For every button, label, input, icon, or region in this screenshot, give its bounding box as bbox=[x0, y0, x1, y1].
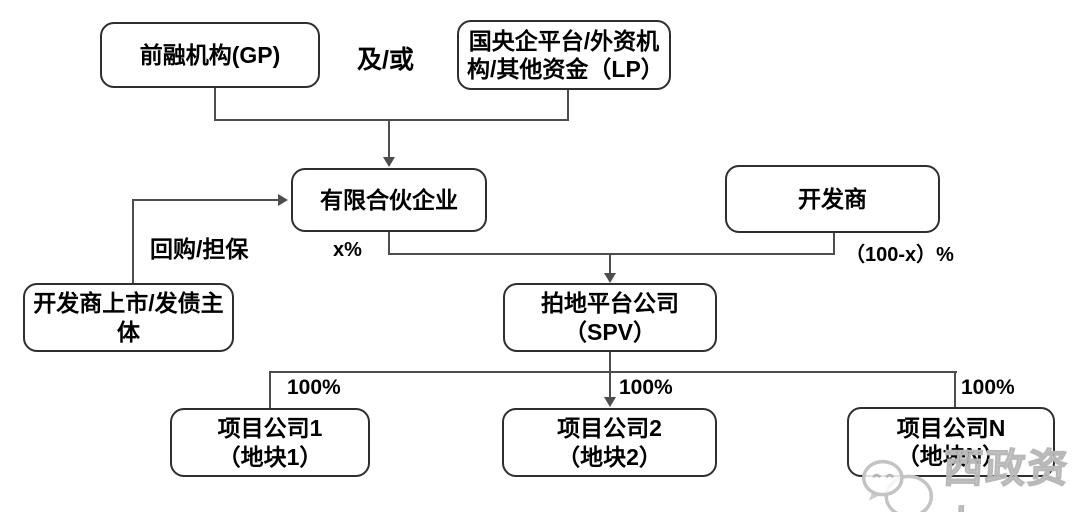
node-issuer-label: 开发商上市/发债主体 bbox=[33, 290, 224, 345]
node-gp: 前融机构(GP) bbox=[100, 22, 320, 88]
label-x-percent: x% bbox=[333, 239, 362, 261]
label-buyback: 回购/担保 bbox=[150, 236, 249, 262]
node-partnership-label: 有限合伙企业 bbox=[320, 186, 458, 213]
node-partnership: 有限合伙企业 bbox=[291, 168, 487, 232]
node-developer: 开发商 bbox=[725, 165, 940, 233]
connector-to-spv bbox=[609, 253, 611, 275]
node-projectN-line1: 项目公司N bbox=[896, 414, 1006, 441]
connector-top-merge bbox=[214, 119, 569, 121]
arrowhead-project2 bbox=[604, 397, 616, 407]
label-pct-1: 100% bbox=[287, 376, 341, 399]
connector-issuer-up bbox=[132, 200, 134, 283]
node-gp-label: 前融机构(GP) bbox=[139, 41, 281, 68]
arrowhead-spv bbox=[604, 273, 616, 283]
connector-to-projectN bbox=[954, 371, 956, 407]
node-projectN-line2: （地块N） bbox=[896, 443, 1006, 469]
node-projectN: 项目公司N （地块N） bbox=[847, 407, 1055, 477]
node-lp: 国央企平台/外资机构/其他资金（LP） bbox=[457, 20, 671, 90]
node-project1-line1: 项目公司1 bbox=[217, 415, 323, 442]
node-project2-line2: （地块2） bbox=[557, 443, 662, 470]
label-pct-3: 100% bbox=[961, 376, 1015, 399]
node-project2-line1: 项目公司2 bbox=[557, 415, 662, 442]
node-project1: 项目公司1 （地块1） bbox=[170, 408, 370, 477]
label-pct-2: 100% bbox=[619, 376, 673, 399]
node-issuer: 开发商上市/发债主体 bbox=[23, 283, 234, 352]
node-project2: 项目公司2 （地块2） bbox=[502, 408, 717, 477]
node-spv-label: 拍地平台公司（SPV） bbox=[541, 290, 679, 345]
arrowhead-issuer bbox=[278, 194, 288, 206]
connector-spv-down bbox=[609, 352, 611, 373]
connector-bottom-bus bbox=[269, 371, 957, 373]
connector-mid-merge bbox=[388, 253, 835, 255]
node-developer-label: 开发商 bbox=[798, 185, 867, 212]
label-and-or: 及/或 bbox=[357, 46, 414, 74]
connector-partnership-down bbox=[388, 232, 390, 255]
label-100-x-percent: （100-x）% bbox=[845, 244, 954, 266]
connector-to-project2 bbox=[609, 371, 611, 398]
connector-to-project1 bbox=[269, 371, 271, 408]
connector-gp-down bbox=[214, 88, 216, 121]
node-project1-line2: （地块1） bbox=[217, 443, 323, 470]
connector-developer-down bbox=[833, 233, 835, 255]
connector-lp-down bbox=[567, 90, 569, 121]
node-lp-label: 国央企平台/外资机构/其他资金（LP） bbox=[467, 27, 664, 82]
connector-issuer-right bbox=[132, 199, 280, 201]
node-spv: 拍地平台公司（SPV） bbox=[503, 283, 717, 352]
arrowhead-partnership bbox=[383, 157, 395, 167]
connector-to-partnership bbox=[388, 119, 390, 159]
